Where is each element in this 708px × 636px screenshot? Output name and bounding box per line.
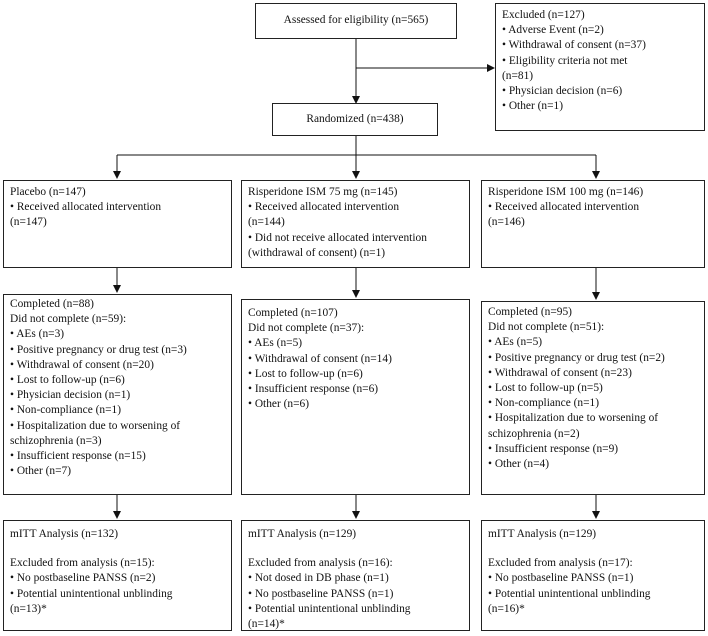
allocation-item: (n=147) [10, 216, 47, 229]
completion-line: • Lost to follow-up (n=5) [488, 382, 603, 395]
analysis-line: • No postbaseline PANSS (n=1) [488, 572, 634, 585]
completion-line: Did not complete (n=51): [488, 321, 605, 334]
completion-line: • Insufficient response (n=6) [248, 383, 379, 396]
allocation-title: Risperidone ISM 75 mg (n=145) [248, 186, 398, 198]
ism100-analysis-box: mITT Analysis (n=129) Excluded from anal… [481, 520, 705, 631]
allocation-item: (withdrawal of consent) (n=1) [248, 246, 386, 259]
allocation-item: • Received allocated intervention [488, 201, 640, 214]
analysis-line: (n=14)* [248, 618, 285, 631]
completion-line: • Positive pregnancy or drug test (n=2) [488, 351, 665, 364]
completion-line: • Withdrawal of consent (n=14) [248, 352, 392, 365]
analysis-line: • Not dosed in DB phase (n=1) [248, 572, 389, 585]
ism75-allocation-box: Risperidone ISM 75 mg (n=145) • Received… [241, 180, 470, 268]
completion-line: Completed (n=95) [488, 306, 572, 318]
randomized-box: Randomized (n=438) [272, 103, 438, 136]
completion-line: • AEs (n=5) [248, 337, 303, 350]
completion-line: • Other (n=4) [488, 458, 550, 471]
analysis-line: (n=16)* [488, 602, 525, 615]
placebo-allocation-box: Placebo (n=147) • Received allocated int… [3, 180, 232, 268]
excluded-title: Excluded (n=127) [502, 9, 585, 21]
analysis-line: • Potential unintentional unblinding [248, 602, 411, 615]
completion-line: • Insufficient response (n=9) [488, 442, 619, 455]
allocation-item: • Received allocated intervention [248, 201, 400, 214]
analysis-line: • No postbaseline PANSS (n=1) [248, 587, 394, 600]
completion-line: • Withdrawal of consent (n=20) [10, 358, 154, 371]
completion-line: • Other (n=6) [248, 398, 310, 411]
assessed-box: Assessed for eligibility (n=565) [255, 3, 457, 39]
completion-line: schizophrenia (n=3) [10, 434, 102, 447]
allocation-item: • Did not receive allocated intervention [248, 231, 427, 244]
completion-line: • AEs (n=5) [488, 336, 543, 349]
ism100-allocation-box: Risperidone ISM 100 mg (n=146) • Receive… [481, 180, 705, 268]
placebo-completion-box: Completed (n=88) Did not complete (n=59)… [3, 294, 232, 495]
analysis-line: (n=13)* [10, 602, 47, 615]
completion-line: • Non-compliance (n=1) [488, 397, 599, 410]
ism75-analysis-box: mITT Analysis (n=129) Excluded from anal… [241, 520, 470, 631]
completion-line: • Hospitalization due to worsening of [10, 419, 181, 432]
analysis-title: mITT Analysis (n=129) [488, 528, 597, 540]
completion-line: • Physician decision (n=1) [10, 389, 131, 402]
completion-line: Did not complete (n=37): [248, 322, 365, 335]
completion-line: • AEs (n=3) [10, 328, 65, 341]
completion-line: • Hospitalization due to worsening of [488, 412, 659, 425]
allocation-item: (n=146) [488, 216, 525, 229]
analysis-line: Excluded from analysis (n=15): [10, 557, 155, 570]
excluded-item: • Adverse Event (n=2) [502, 24, 604, 37]
analysis-line: Excluded from analysis (n=17): [488, 557, 633, 570]
analysis-line: • No postbaseline PANSS (n=2) [10, 572, 156, 585]
completion-line: schizophrenia (n=2) [488, 427, 580, 440]
analysis-title: mITT Analysis (n=129) [248, 528, 357, 540]
excluded-box: Excluded (n=127) • Adverse Event (n=2) •… [495, 3, 705, 131]
placebo-analysis-box: mITT Analysis (n=132) Excluded from anal… [3, 520, 232, 631]
analysis-line: Excluded from analysis (n=16): [248, 557, 393, 570]
completion-line: Did not complete (n=59): [10, 313, 127, 326]
allocation-item: (n=144) [248, 216, 285, 229]
excluded-item: • Other (n=1) [502, 100, 564, 113]
analysis-title: mITT Analysis (n=132) [10, 528, 119, 540]
allocation-title: Placebo (n=147) [10, 186, 86, 198]
excluded-item: (n=81) [502, 69, 534, 82]
completion-line: • Withdrawal of consent (n=23) [488, 366, 632, 379]
analysis-line: • Potential unintentional unblinding [488, 587, 651, 600]
completion-line: Completed (n=107) [248, 307, 338, 319]
allocation-item: • Received allocated intervention [10, 201, 162, 214]
completion-line: • Lost to follow-up (n=6) [248, 367, 363, 380]
allocation-title: Risperidone ISM 100 mg (n=146) [488, 186, 644, 198]
excluded-item: • Withdrawal of consent (n=37) [502, 39, 646, 52]
excluded-item: • Eligibility criteria not met [502, 54, 628, 67]
assessed-label: Assessed for eligibility (n=565) [283, 14, 429, 27]
ism100-completion-box: Completed (n=95) Did not complete (n=51)… [481, 301, 705, 495]
completion-line: • Insufficient response (n=15) [10, 450, 146, 463]
completion-line: • Non-compliance (n=1) [10, 404, 121, 417]
randomized-label: Randomized (n=438) [306, 112, 404, 125]
analysis-line: • Potential unintentional unblinding [10, 587, 173, 600]
excluded-item: • Physician decision (n=6) [502, 85, 623, 98]
completion-line: Completed (n=88) [10, 298, 94, 310]
completion-line: • Lost to follow-up (n=6) [10, 374, 125, 387]
completion-line: • Positive pregnancy or drug test (n=3) [10, 343, 187, 356]
ism75-completion-box: Completed (n=107) Did not complete (n=37… [241, 299, 470, 495]
completion-line: • Other (n=7) [10, 465, 72, 478]
